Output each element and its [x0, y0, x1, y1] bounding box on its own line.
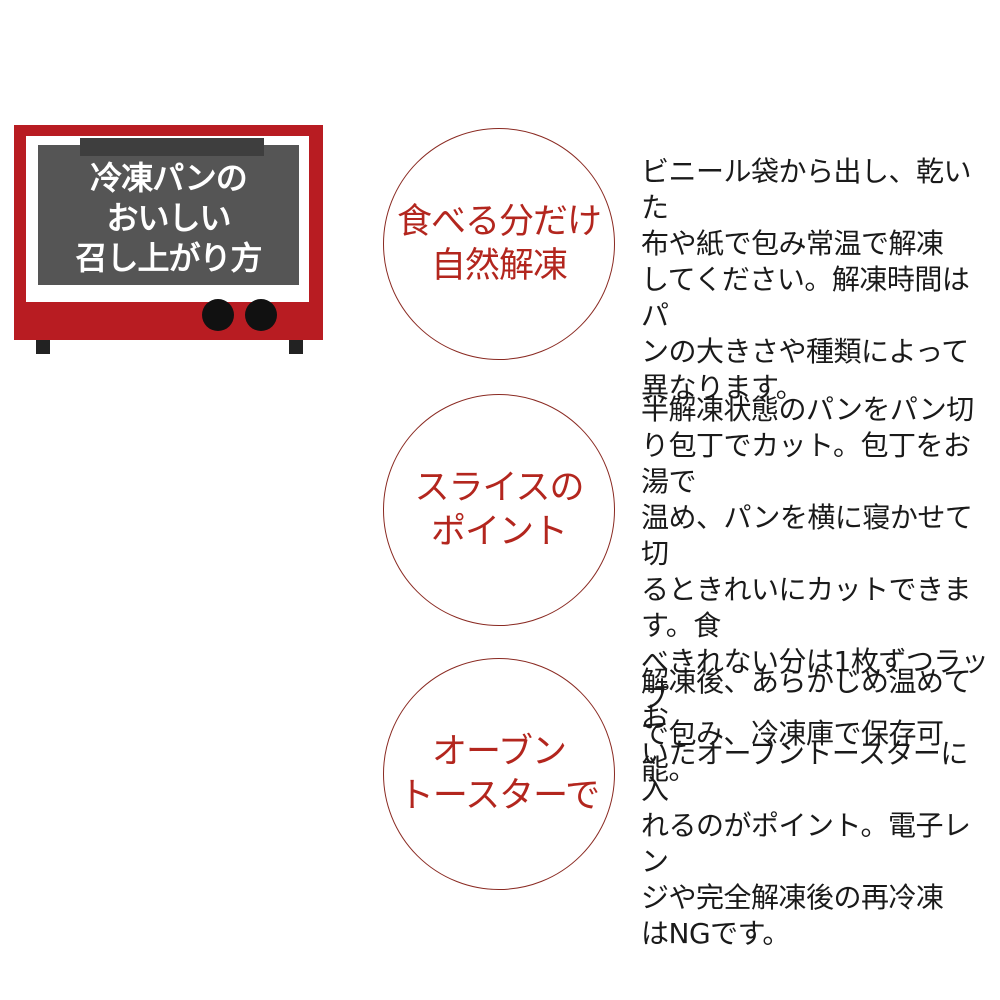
page-title: 冷凍パンの おいしい 召し上がり方: [75, 159, 262, 277]
tip-circle-oven-toaster: オーブン トースターで: [383, 658, 615, 890]
toaster-knob-right: [245, 299, 277, 331]
toaster-foot-left: [36, 340, 50, 354]
tip-description: 解凍後、あらかじめ温めてお いたオーブントースターに入 れるのがポイント。電子レ…: [641, 665, 972, 950]
toaster-handle: [80, 138, 264, 156]
tip-circle-natural-thaw: 食べる分だけ 自然解凍: [383, 128, 615, 360]
toaster-knob-left: [202, 299, 234, 331]
tip-heading: オーブン トースターで: [398, 732, 600, 816]
tip-circle-slice-point: スライスの ポイント: [383, 394, 615, 626]
tip-heading: 食べる分だけ 自然解凍: [396, 202, 602, 286]
toaster-window: [38, 145, 299, 285]
tip-description: ビニール袋から出し、乾いた 布や紙で包み常温で解凍 してください。解凍時間はパ …: [641, 155, 972, 404]
tip-description: 半解凍状態のパンをパン切 り包丁でカット。包丁をお湯で 温め、パンを横に寝かせて…: [641, 393, 989, 786]
toaster-foot-right: [289, 340, 303, 354]
tip-heading: スライスの ポイント: [414, 468, 585, 552]
